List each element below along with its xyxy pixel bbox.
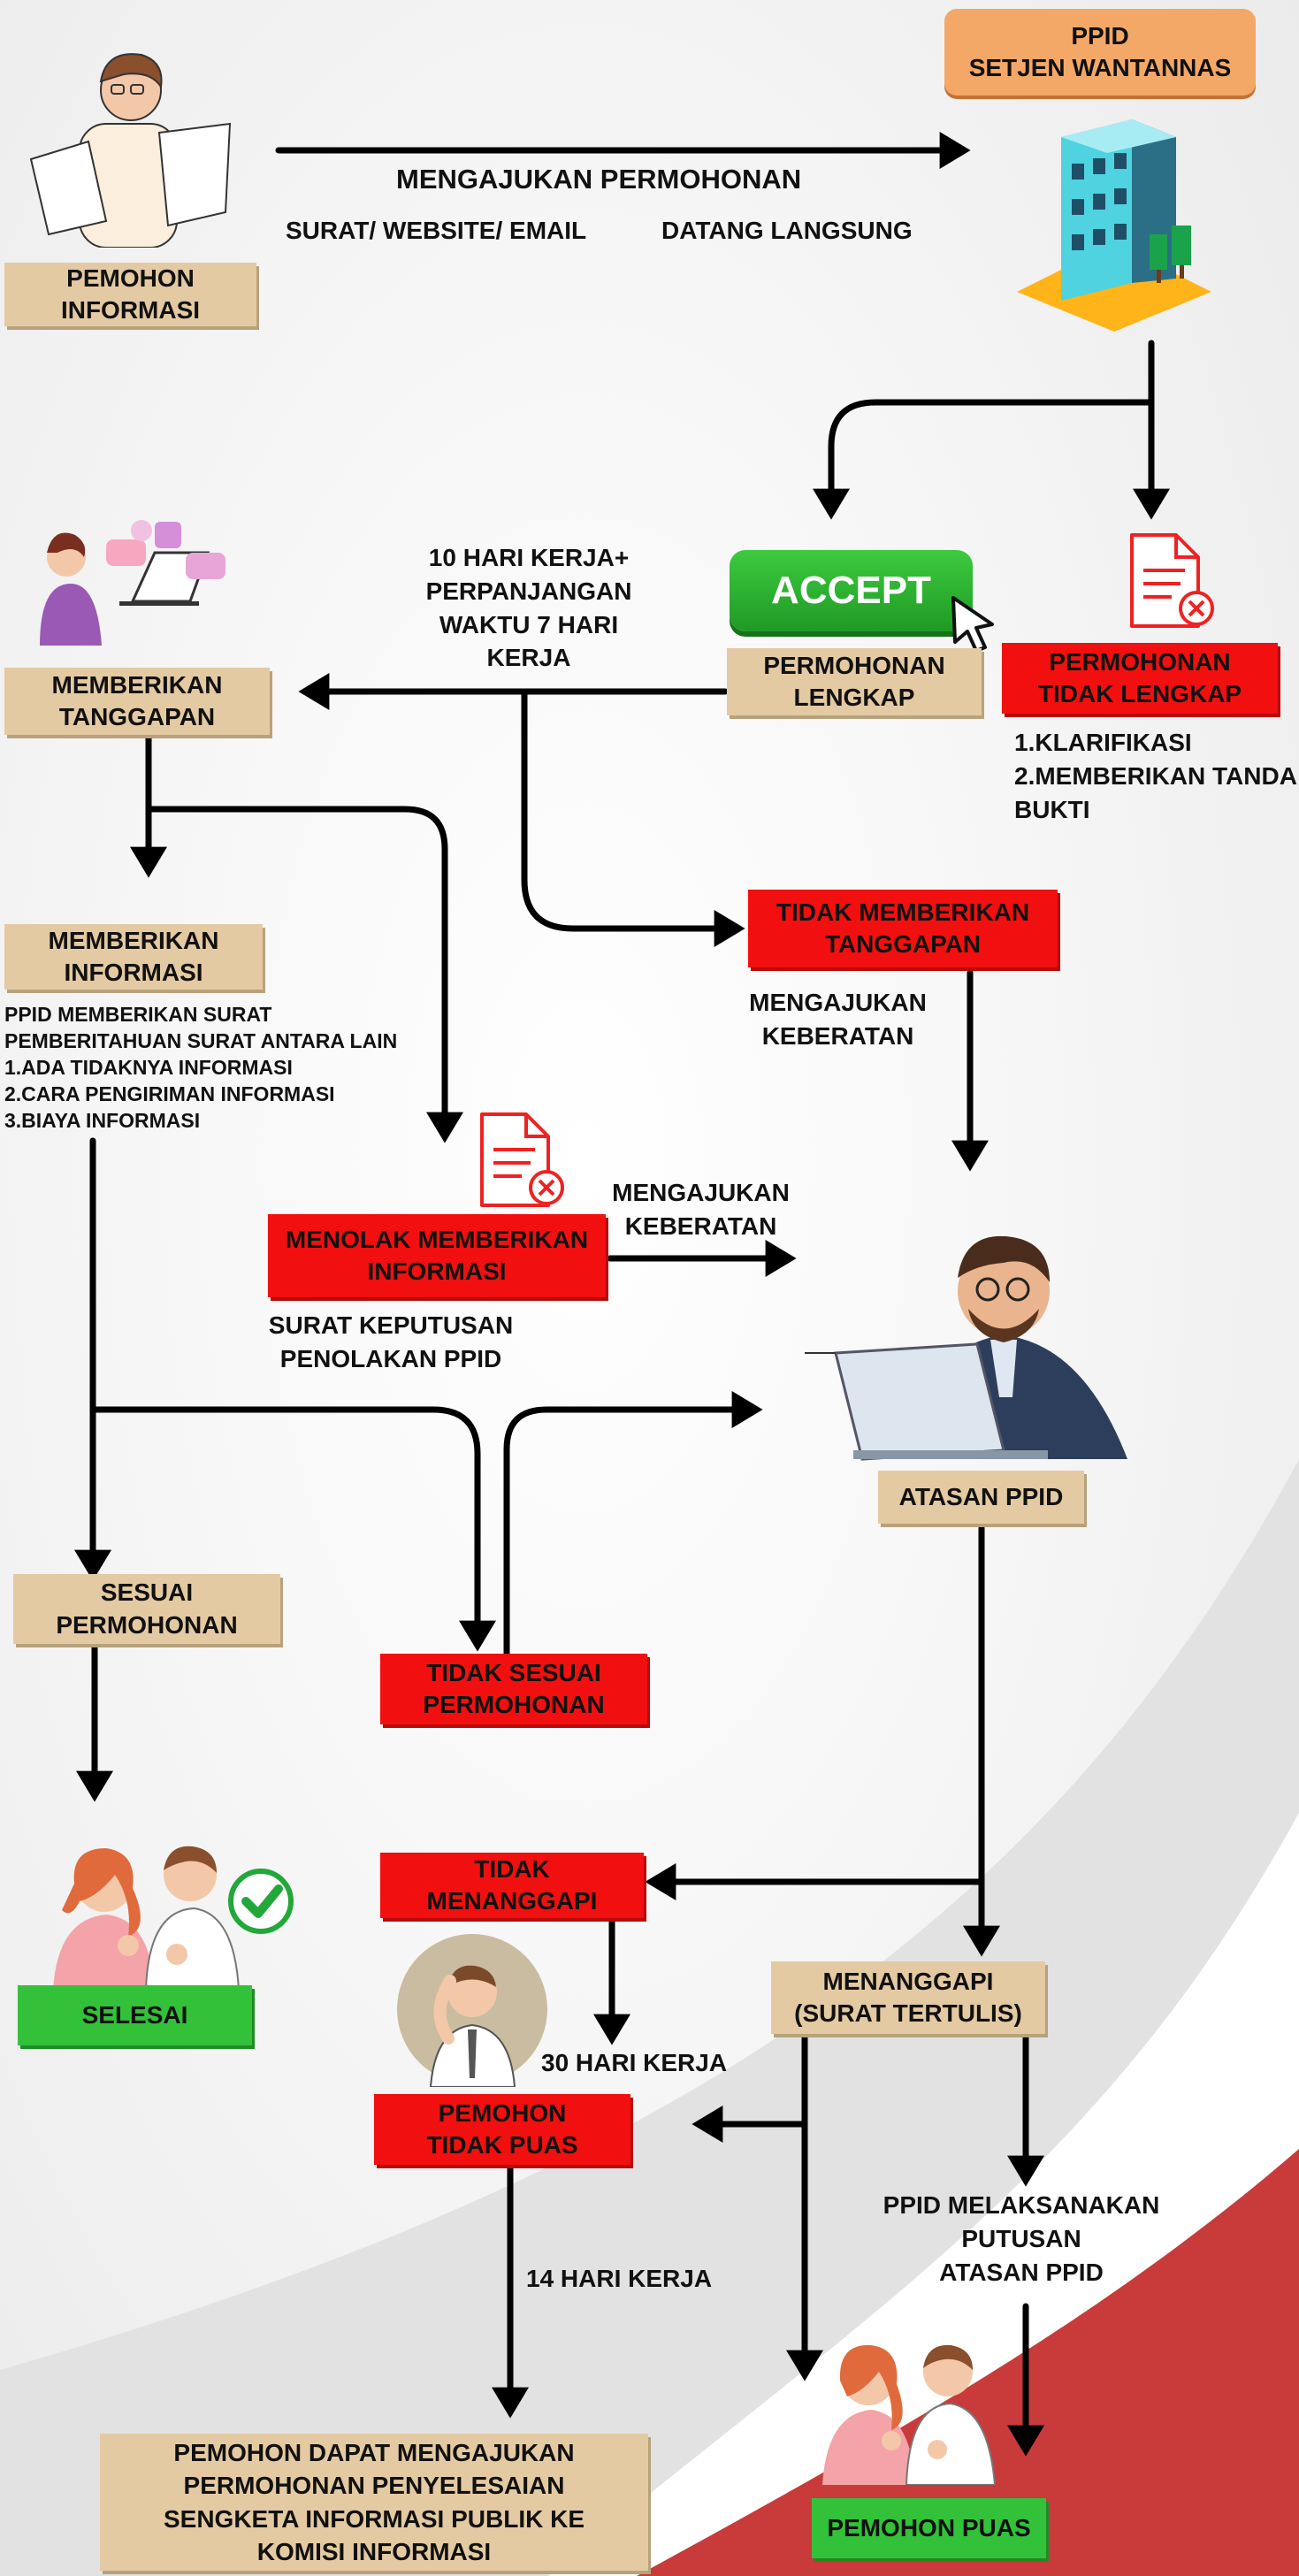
mengajukan-keberatan-label: MENGAJUKAN KEBERATAN: [612, 1179, 790, 1240]
cursor-icon: [951, 596, 994, 653]
accept-button[interactable]: ACCEPT: [730, 550, 973, 631]
atasan-ppid-box: ATASAN PPID: [878, 1471, 1084, 1524]
permohonan-lengkap-box: PERMOHONAN LENGKAP: [727, 648, 982, 715]
tiga-puluh-hari-label: 30 HARI KERJA: [541, 2049, 728, 2076]
ppid-surat-label: PPID MEMBERIKAN SURAT PEMBERITAHUAN SURA…: [4, 1003, 398, 1132]
datang-langsung-label: DATANG LANGSUNG: [661, 217, 913, 244]
empat-belas-hari-label: 14 HARI KERJA: [526, 2265, 713, 2292]
ppid-banner: PPID SETJEN WANTANNAS: [944, 9, 1256, 96]
memberikan-informasi-box: MEMBERIKAN INFORMASI: [4, 924, 263, 990]
mengajukan-keberatan-label: MENGAJUKAN KEBERATAN: [749, 989, 927, 1050]
waktu-label: 10 HARI KERJA+ PERPANJANGAN WAKTU 7 HARI…: [425, 544, 632, 672]
happy-couple-illustration: [822, 2344, 997, 2485]
reject-document-icon: [480, 1112, 564, 1207]
tidak-memberikan-tanggapan-box: TIDAK MEMBERIKAN TANGGAPAN: [748, 890, 1058, 967]
customer-service-illustration: [40, 520, 225, 646]
tidak-menanggapi-box: TIDAK MENANGGAPI: [380, 1853, 644, 1918]
building-icon: [1017, 119, 1211, 332]
reject-document-icon: [1130, 533, 1214, 628]
pemohon-informasi-box: PEMOHON INFORMASI: [4, 263, 256, 326]
permohonan-tidak-lengkap-box: PERMOHONAN TIDAK LENGKAP: [1002, 643, 1278, 714]
pemohon-reading-illustration: [29, 53, 232, 248]
surat-keputusan-label: SURAT KEPUTUSAN PENOLAKAN PPID: [268, 1311, 514, 1372]
memberikan-tanggapan-box: MEMBERIKAN TANGGAPAN: [4, 668, 270, 735]
pemohon-tidak-puas-box: PEMOHON TIDAK PUAS: [374, 2094, 630, 2165]
happy-couple-illustration: [53, 1846, 294, 1990]
sengketa-box: PEMOHON DAPAT MENGAJUKAN PERMOHONAN PENY…: [100, 2434, 648, 2571]
klarifikasi-label: 1.KLARIFIKASI 2.MEMBERIKAN TANDA BUKTI: [1014, 729, 1297, 823]
selesai-box: SELESAI: [18, 1985, 252, 2045]
mengajukan-permohonan-label: MENGAJUKAN PERMOHONAN: [396, 164, 802, 195]
unsatisfied-person-illustration: [397, 1934, 547, 2087]
sesuai-permohonan-box: SESUAI PERMOHONAN: [13, 1574, 280, 1644]
tidak-sesuai-permohonan-box: TIDAK SESUAI PERMOHONAN: [380, 1654, 647, 1724]
surat-website-email-label: SURAT/ WEBSITE/ EMAIL: [286, 217, 587, 244]
menolak-memberikan-informasi-box: MENOLAK MEMBERIKAN INFORMASI: [268, 1214, 606, 1297]
ppid-subtitle: SETJEN WANTANNAS: [968, 54, 1232, 81]
menanggapi-box: MENANGGAPI (SURAT TERTULIS): [771, 1961, 1045, 2034]
pemohon-puas-box: PEMOHON PUAS: [812, 2498, 1046, 2558]
ppid-title: PPID: [1071, 21, 1129, 50]
atasan-ppid-illustration: [805, 1235, 1127, 1461]
ppid-melaksanakan-label: PPID MELAKSANAKAN PUTUSAN ATASAN PPID: [883, 2191, 1160, 2286]
